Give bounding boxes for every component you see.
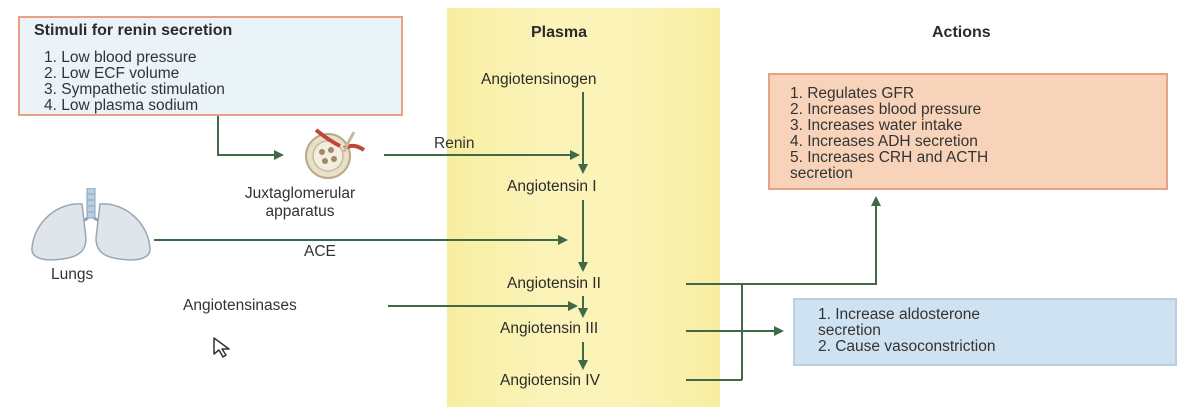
arrow-to-actions <box>686 198 876 284</box>
arrow-stimuli-to-jga <box>218 116 282 155</box>
